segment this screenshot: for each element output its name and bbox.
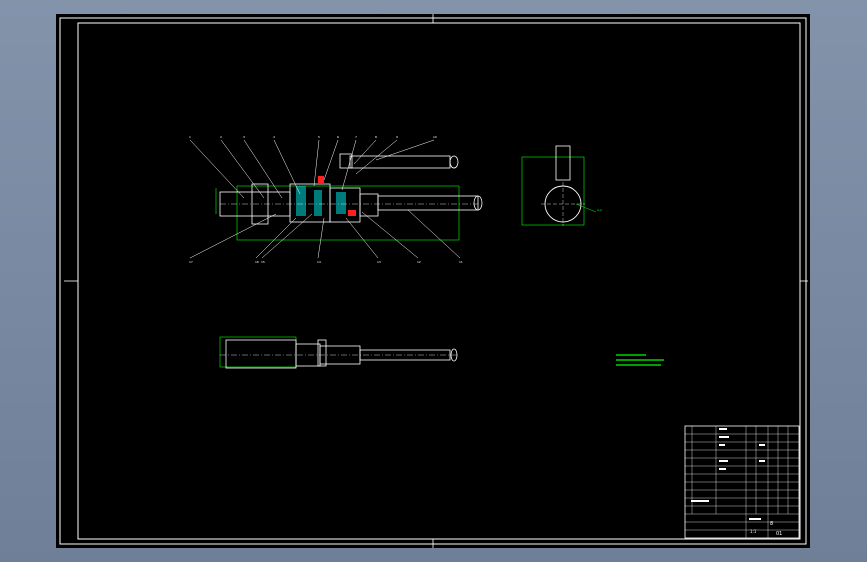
technical-notes [616,354,664,366]
title-block-sheet-code: 01 [776,531,782,537]
section-view-main [189,139,483,259]
title-block [684,425,800,539]
sheet-frame [59,14,808,548]
callout-bottom-12: 12 [417,260,421,264]
callout-top-1: 1 [189,135,191,139]
callout-top-6: 6 [337,135,339,139]
callout-top-8: 8 [375,135,377,139]
callout-top-7: 7 [355,135,357,139]
view-callout-label: A-A [597,208,603,212]
callout-top-5: 5 [318,135,320,139]
plan-view-bottom [219,336,458,369]
callout-top-10: 10 [433,135,437,139]
callout-bottom-13: 13 [377,260,381,264]
side-view-circle [521,145,597,226]
callout-top-2: 2 [220,135,222,139]
callout-bottom-17: 17 [189,260,193,264]
title-block-material: 8 [770,521,773,527]
callout-bottom-15: 15 [261,260,265,264]
callout-top-3: 3 [243,135,245,139]
callout-top-9: 9 [396,135,398,139]
callout-bottom-16: 16 [255,260,259,264]
title-block-scale: 1:1 [750,529,757,534]
callout-bottom-11: 11 [459,260,463,264]
callout-bottom-14: 14 [317,260,321,264]
callout-top-4: 4 [273,135,275,139]
